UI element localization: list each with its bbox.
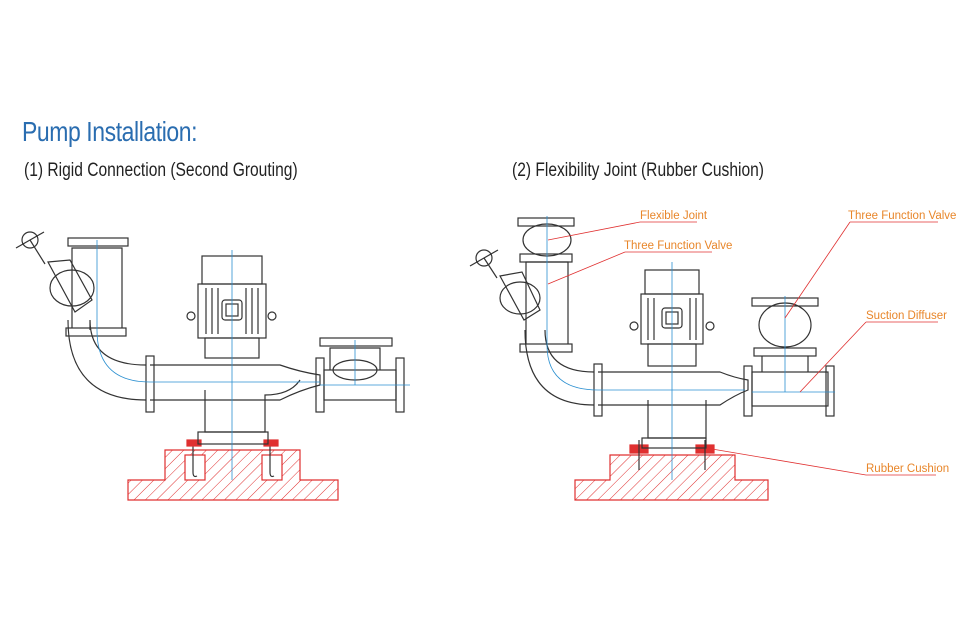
top-flange-right [517, 217, 575, 227]
callout-three-function-valve-1: Three Function Valve [624, 240, 732, 252]
motor [186, 255, 277, 359]
rubber-cushions [629, 440, 715, 470]
leader-lines [547, 221, 938, 476]
flexibility-joint-diagram [469, 216, 938, 501]
page-title: Pump Installation: [22, 116, 198, 147]
callout-flexible-joint: Flexible Joint [640, 210, 708, 222]
elbow-flange [65, 327, 127, 337]
pump-volute [150, 364, 321, 401]
rigid-connection-label: (1) Rigid Connection (Second Grouting) [24, 160, 298, 181]
centerlines-right [546, 216, 835, 480]
pump-casing [204, 379, 301, 433]
pump-volute-right [598, 371, 749, 406]
discharge-tee-left [315, 337, 405, 413]
three-function-valve-right [469, 249, 541, 321]
top-flange [67, 237, 129, 247]
anchor-bolts [186, 439, 279, 478]
rigid-connection-diagram [15, 231, 410, 501]
concrete-foundation-right [574, 454, 769, 501]
elbow-flange-right [519, 343, 573, 353]
callout-suction-diffuser: Suction Diffuser [866, 310, 947, 322]
inlet-flange [145, 355, 155, 413]
concrete-foundation [127, 449, 339, 501]
callout-rubber-cushion: Rubber Cushion [866, 463, 949, 475]
three-function-valve-left [15, 231, 95, 313]
centerlines [96, 240, 410, 480]
pump-casing-right [647, 400, 707, 439]
pump-base-plate [197, 431, 269, 445]
callout-three-function-valve-2: Three Function Valve [848, 210, 956, 222]
suction-elbow [89, 319, 147, 366]
flexibility-joint-label: (2) Flexibility Joint (Rubber Cushion) [512, 160, 764, 181]
discharge-assembly-right [743, 297, 835, 417]
